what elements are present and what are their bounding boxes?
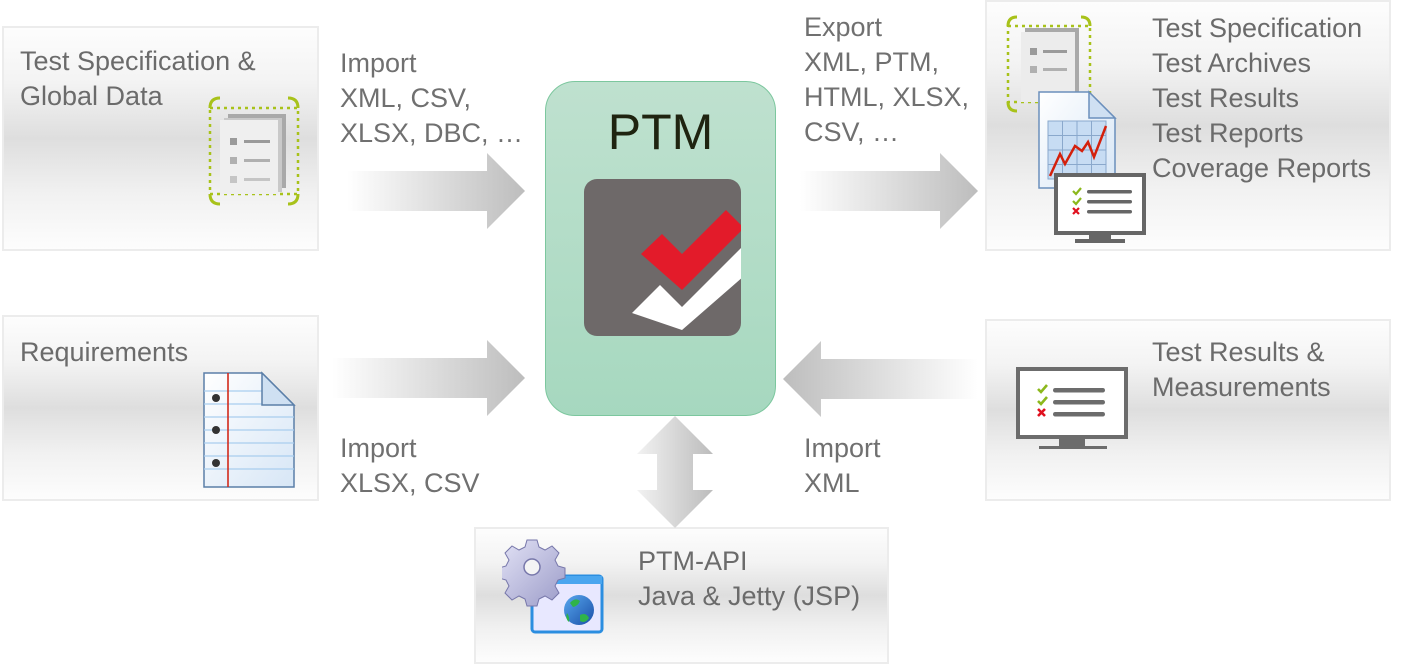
flow-label-export: Export XML, PTM, HTML, XLSX, CSV, …	[804, 10, 969, 150]
document-list-icon	[206, 94, 302, 210]
flow-label-line: XML	[804, 468, 860, 498]
api-box-title: PTM-API Java & Jetty (JSP)	[638, 544, 860, 614]
export-target-item: Test Reports	[1152, 118, 1304, 148]
flow-label-line: XLSX, DBC, …	[340, 118, 524, 148]
title-line: Global Data	[20, 81, 163, 111]
flow-label-import-requirements: Import XLSX, CSV	[340, 431, 480, 501]
flow-label-line: Import	[340, 48, 417, 78]
flow-label-line: Import	[340, 433, 417, 463]
monitor-checklist-icon	[1015, 366, 1131, 452]
api-box: PTM-API Java & Jetty (JSP)	[474, 527, 889, 664]
ptm-core-block: PTM	[545, 81, 776, 416]
flow-label-line: XLSX, CSV	[340, 468, 480, 498]
source-box-title: Test Specification & Global Data	[20, 44, 256, 114]
arrow-import-spec	[347, 153, 525, 229]
title-line: Requirements	[20, 337, 189, 367]
export-target-item: Test Results	[1152, 83, 1300, 113]
title-line: Java & Jetty (JSP)	[638, 581, 861, 611]
source-box-requirements: Requirements	[2, 315, 319, 501]
gear-window-globe-icon	[502, 539, 606, 637]
flow-label-import-spec: Import XML, CSV, XLSX, DBC, …	[340, 46, 523, 151]
notebook-page-icon	[202, 371, 296, 489]
flow-label-import-results: Import XML	[804, 431, 881, 501]
flow-label-line: CSV, …	[804, 117, 900, 147]
title-line: Test Results &	[1152, 337, 1325, 367]
export-target-list: Test Specification Test Archives Test Re…	[1152, 11, 1371, 186]
target-box-title: Test Results & Measurements	[1152, 335, 1331, 405]
export-target-item: Test Specification	[1152, 13, 1363, 43]
ptm-title: PTM	[607, 104, 714, 160]
export-target-item: Test Archives	[1152, 48, 1312, 78]
flow-label-line: Export	[804, 12, 883, 42]
flow-label-line: Import	[804, 433, 881, 463]
arrow-import-results	[783, 341, 978, 417]
title-line: Measurements	[1152, 372, 1331, 402]
target-box-export: Test Specification Test Archives Test Re…	[985, 0, 1391, 251]
flow-label-line: HTML, XLSX,	[804, 82, 970, 112]
arrow-import-requirements	[332, 340, 525, 416]
arrow-api-bidirectional	[637, 416, 713, 528]
reports-stack-icon	[1005, 14, 1150, 246]
ptm-checkmark-logo-icon	[584, 179, 741, 336]
source-box-title: Requirements	[20, 335, 188, 370]
source-box-test-spec-global: Test Specification & Global Data	[2, 26, 319, 251]
export-target-item: Coverage Reports	[1152, 153, 1372, 183]
target-box-test-results-measurements: Test Results & Measurements	[985, 319, 1391, 501]
arrow-export	[800, 153, 978, 229]
title-line: Test Specification &	[20, 46, 256, 76]
flow-label-line: XML, CSV,	[340, 83, 472, 113]
flow-label-line: XML, PTM,	[804, 47, 940, 77]
title-line: PTM-API	[638, 546, 748, 576]
